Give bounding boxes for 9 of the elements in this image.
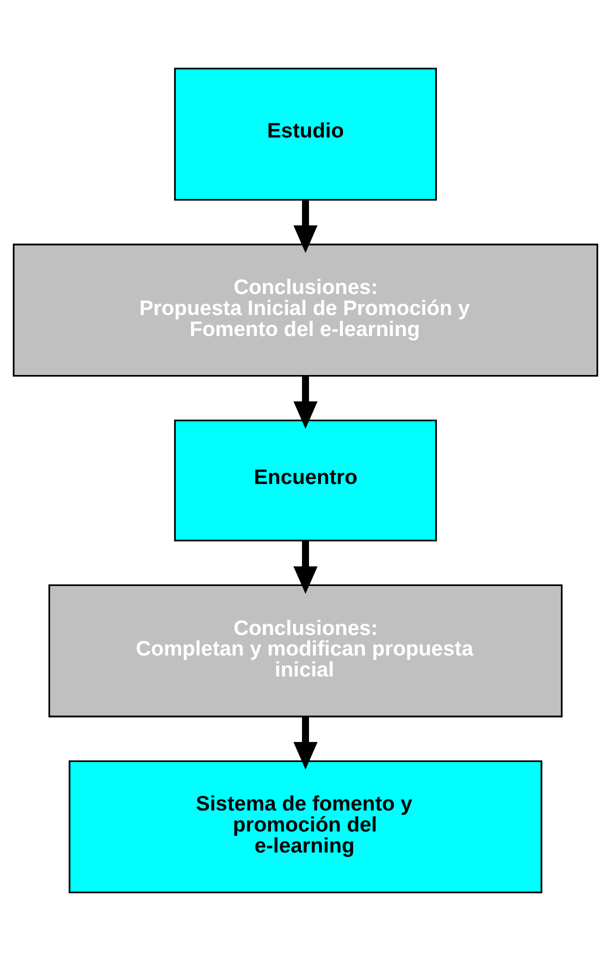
arrow xyxy=(293,716,318,770)
arrow xyxy=(293,540,318,594)
node-box: Estudio xyxy=(174,67,437,200)
node-box: Encuentro xyxy=(174,419,437,541)
node-box: Conclusiones: Completan y modifican propuesta inicial xyxy=(48,584,563,717)
arrow xyxy=(293,200,318,252)
arrow xyxy=(293,375,318,428)
node-box: Sistema de fomento y promoción del e-learning xyxy=(68,760,542,893)
node-box: Conclusiones: Propuesta Inicial de Promoción y Fomento del e-learning xyxy=(12,243,598,376)
